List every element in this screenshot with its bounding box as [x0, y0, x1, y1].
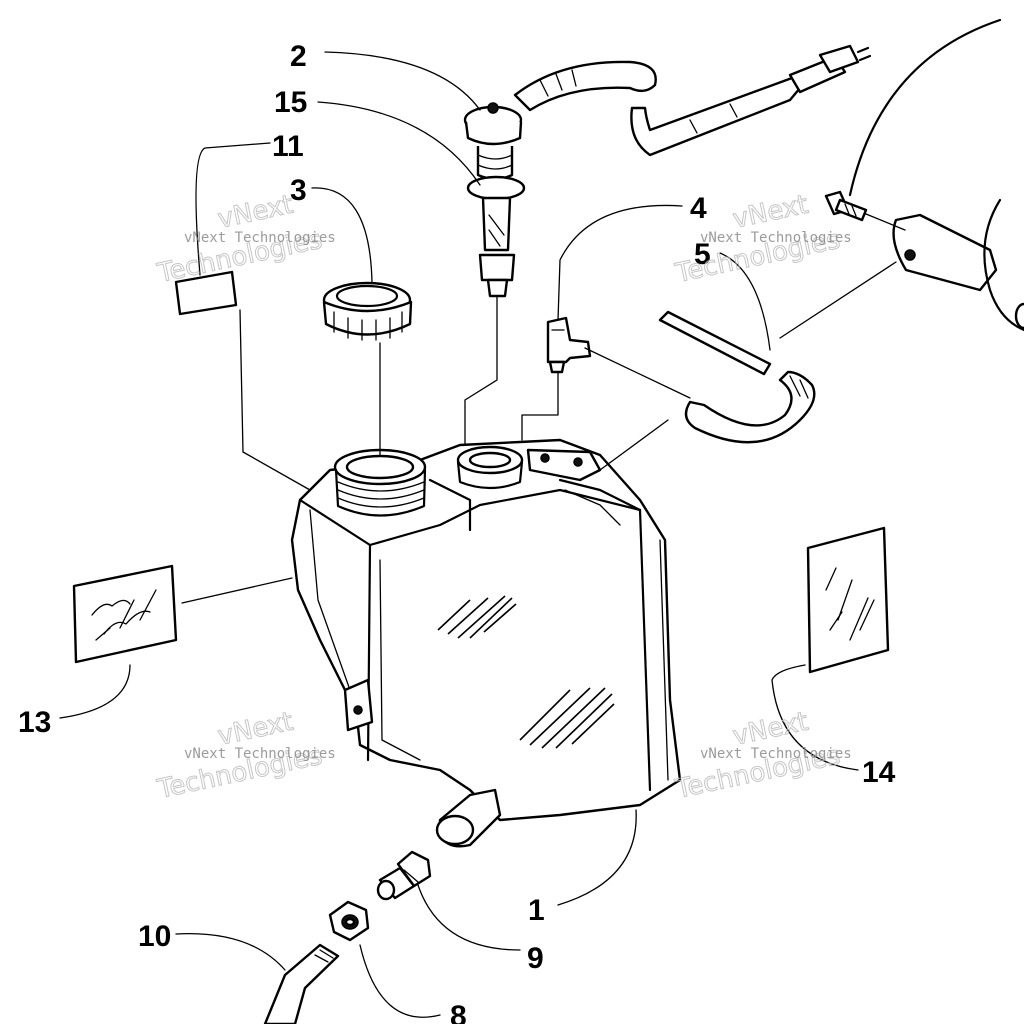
- mounting-tab: [526, 448, 602, 482]
- watermark-brand: vNext: [730, 190, 811, 235]
- decal-13: [72, 564, 178, 664]
- fuel-hose: [263, 943, 340, 1024]
- mounting-bracket: [824, 18, 1024, 332]
- watermark-bottom-right: vNext Technologies vNext Technologies: [672, 706, 852, 805]
- callout-13: 13: [18, 706, 51, 739]
- watermark-top-left: vNext Technologies vNext Technologies: [154, 189, 336, 289]
- callout-11: 11: [272, 130, 304, 163]
- fuel-tank: [290, 438, 682, 848]
- callout-2: 2: [290, 40, 307, 73]
- decal-14: [806, 526, 890, 674]
- callout-labels: 2 15 11 3 4 5 13 14 1 9 10 8: [18, 40, 896, 1024]
- watermark-brand: vNext: [215, 190, 296, 235]
- callout-9: 9: [527, 942, 544, 975]
- watermark-bottom-left: vNext Technologies vNext Technologies: [154, 706, 336, 805]
- fuel-sender: [463, 102, 526, 298]
- callout-1: 1: [528, 894, 545, 927]
- callout-3: 3: [290, 174, 307, 207]
- callout-10: 10: [138, 920, 171, 953]
- leader-lines: [59, 51, 906, 1018]
- callout-15: 15: [274, 86, 307, 119]
- vent-hose: [658, 310, 816, 444]
- callout-8: 8: [450, 1000, 467, 1024]
- outlet-fitting: [376, 850, 432, 901]
- filler-neck: [333, 448, 427, 517]
- sender-neck: [456, 445, 524, 490]
- decal-11: [174, 270, 238, 316]
- tank-outlet: [435, 788, 502, 848]
- callout-14: 14: [862, 756, 896, 789]
- sender-wire: [513, 44, 872, 157]
- hose-clamp: [328, 900, 370, 942]
- watermark-line: vNext Technologies: [184, 746, 336, 762]
- watermark-line: vNext Technologies: [700, 746, 852, 762]
- elbow-fitting: [546, 316, 592, 374]
- watermark-line: vNext Technologies: [184, 230, 336, 246]
- filler-cap: [322, 281, 413, 341]
- watermark-line: vNext Technologies: [700, 230, 852, 246]
- callout-4: 4: [690, 192, 707, 225]
- callout-5: 5: [694, 238, 711, 271]
